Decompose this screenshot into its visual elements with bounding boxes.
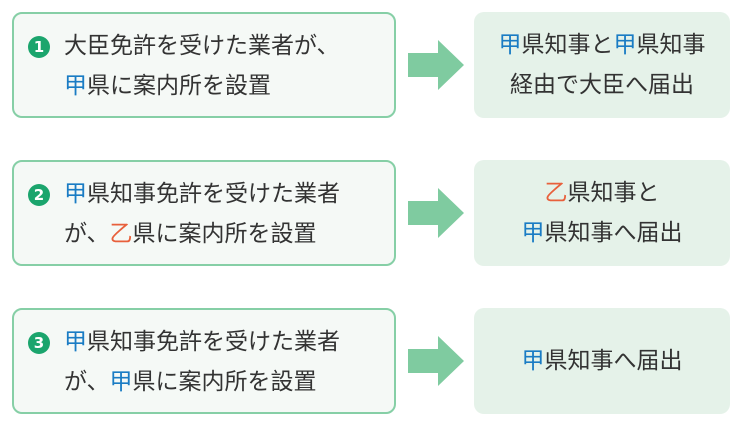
text-segment: 大臣免許を受けた業者が、: [64, 33, 340, 59]
text-segment: 県知事免許を受けた業者: [87, 329, 340, 355]
text-line: 甲県知事へ届出: [522, 213, 683, 253]
highlight-text: 甲: [64, 181, 87, 207]
number-badge: 1: [28, 36, 50, 58]
highlight-text: 甲: [64, 73, 87, 99]
arrow-right-icon: [408, 40, 464, 90]
text-line: 甲県知事免許を受けた業者: [64, 174, 340, 214]
text-segment: 県知事免許を受けた業者: [87, 181, 340, 207]
text-segment: 経由で大臣へ届出: [510, 72, 694, 98]
number-badge: 3: [28, 332, 50, 354]
text-line: 甲県知事と甲県知事: [499, 25, 706, 65]
condition-text: 甲県知事免許を受けた業者が、乙県に案内所を設置: [64, 174, 340, 254]
result-box: 乙県知事と甲県知事へ届出: [474, 160, 730, 266]
highlight-text: 甲: [613, 32, 637, 58]
text-segment: 県に案内所を設置: [132, 221, 317, 247]
text-segment: 県知事へ届出: [544, 220, 683, 246]
text-segment: が、: [64, 369, 110, 395]
text-line: 甲県知事免許を受けた業者: [64, 322, 340, 362]
text-segment: が、: [64, 221, 110, 247]
result-box: 甲県知事へ届出: [474, 308, 730, 414]
text-segment: 県知事: [636, 32, 706, 58]
text-segment: 県に案内所を設置: [132, 369, 317, 395]
result-text: 乙県知事と甲県知事へ届出: [522, 173, 683, 253]
text-line: 大臣免許を受けた業者が、: [64, 26, 340, 66]
text-segment: 県知事と: [521, 32, 614, 58]
text-line: 甲県知事へ届出: [522, 341, 683, 381]
condition-text: 大臣免許を受けた業者が、甲県に案内所を設置: [64, 26, 340, 106]
text-segment: 県知事と: [567, 180, 660, 206]
result-text: 甲県知事へ届出: [522, 341, 683, 381]
highlight-text: 乙: [544, 180, 568, 206]
text-line: が、乙県に案内所を設置: [64, 214, 340, 254]
condition-text: 甲県知事免許を受けた業者が、甲県に案内所を設置: [64, 322, 340, 402]
number-badge: 2: [28, 184, 50, 206]
highlight-text: 甲: [64, 329, 87, 355]
result-box: 甲県知事と甲県知事経由で大臣へ届出: [474, 12, 730, 118]
text-segment: 県知事へ届出: [544, 348, 683, 374]
highlight-text: 乙: [109, 221, 133, 247]
arrow-right-icon: [408, 336, 464, 386]
text-line: 経由で大臣へ届出: [499, 65, 706, 105]
highlight-text: 甲: [521, 220, 545, 246]
result-text: 甲県知事と甲県知事経由で大臣へ届出: [499, 25, 706, 105]
arrow-right-icon: [408, 188, 464, 238]
highlight-text: 甲: [109, 369, 133, 395]
text-line: が、甲県に案内所を設置: [64, 362, 340, 402]
text-line: 甲県に案内所を設置: [64, 66, 340, 106]
text-line: 乙県知事と: [522, 173, 683, 213]
text-segment: 県に案内所を設置: [87, 73, 271, 99]
highlight-text: 甲: [498, 32, 522, 58]
highlight-text: 甲: [521, 348, 545, 374]
